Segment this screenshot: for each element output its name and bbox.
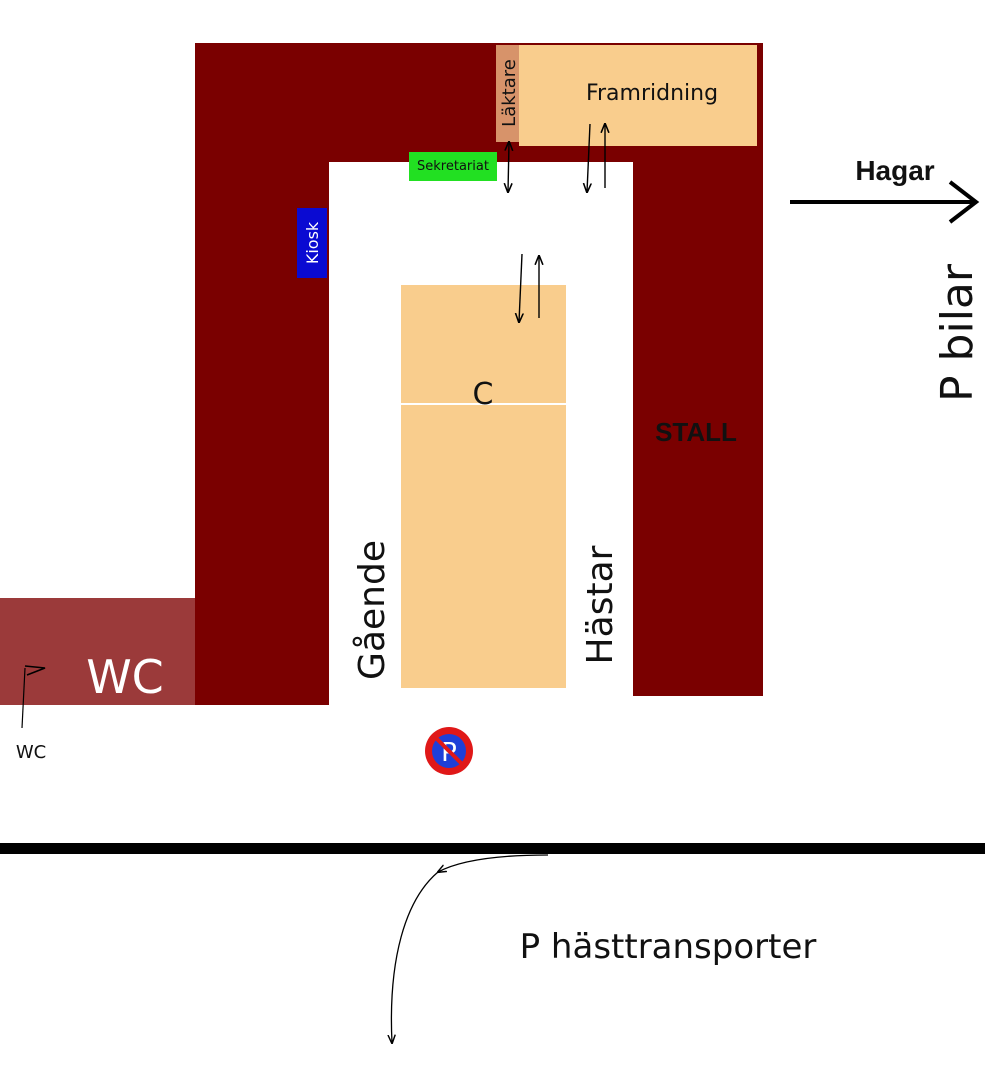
grandstand (496, 45, 519, 142)
stall-label: STALL (655, 417, 737, 447)
paddocks-label: Hagar (855, 155, 934, 186)
horse-trailer-parking-label: P hästtransporter (520, 927, 817, 967)
grandstand-label: Läktare (499, 59, 520, 127)
road-line (0, 843, 985, 854)
warmup-arena-label: Framridning (586, 81, 718, 106)
flag-icon (21, 665, 46, 729)
horses-label: Hästar (580, 545, 621, 664)
arena-label: C (473, 377, 494, 412)
double-arrow-icon (519, 253, 539, 322)
wc-building-label: WC (86, 650, 164, 704)
secretariat-label: Sekretariat (417, 159, 489, 174)
no-parking-icon: P (425, 727, 473, 775)
kiosk (297, 208, 327, 278)
curved-arrow-icon (438, 854, 549, 872)
kiosk-label: Kiosk (303, 221, 322, 264)
double-arrow-icon (508, 142, 509, 192)
curved-arrow-icon (391, 871, 439, 1043)
competition-arena (401, 285, 566, 688)
double-arrow-icon (587, 124, 605, 192)
pedestrians-label: Gående (352, 540, 393, 680)
car-parking-label: P bilar (932, 263, 983, 402)
wc-building (0, 598, 195, 705)
warmup-arena (519, 45, 757, 146)
wc-sign-label: WC (16, 742, 46, 763)
secretariat (409, 152, 497, 181)
arrow-right-icon (790, 180, 980, 224)
